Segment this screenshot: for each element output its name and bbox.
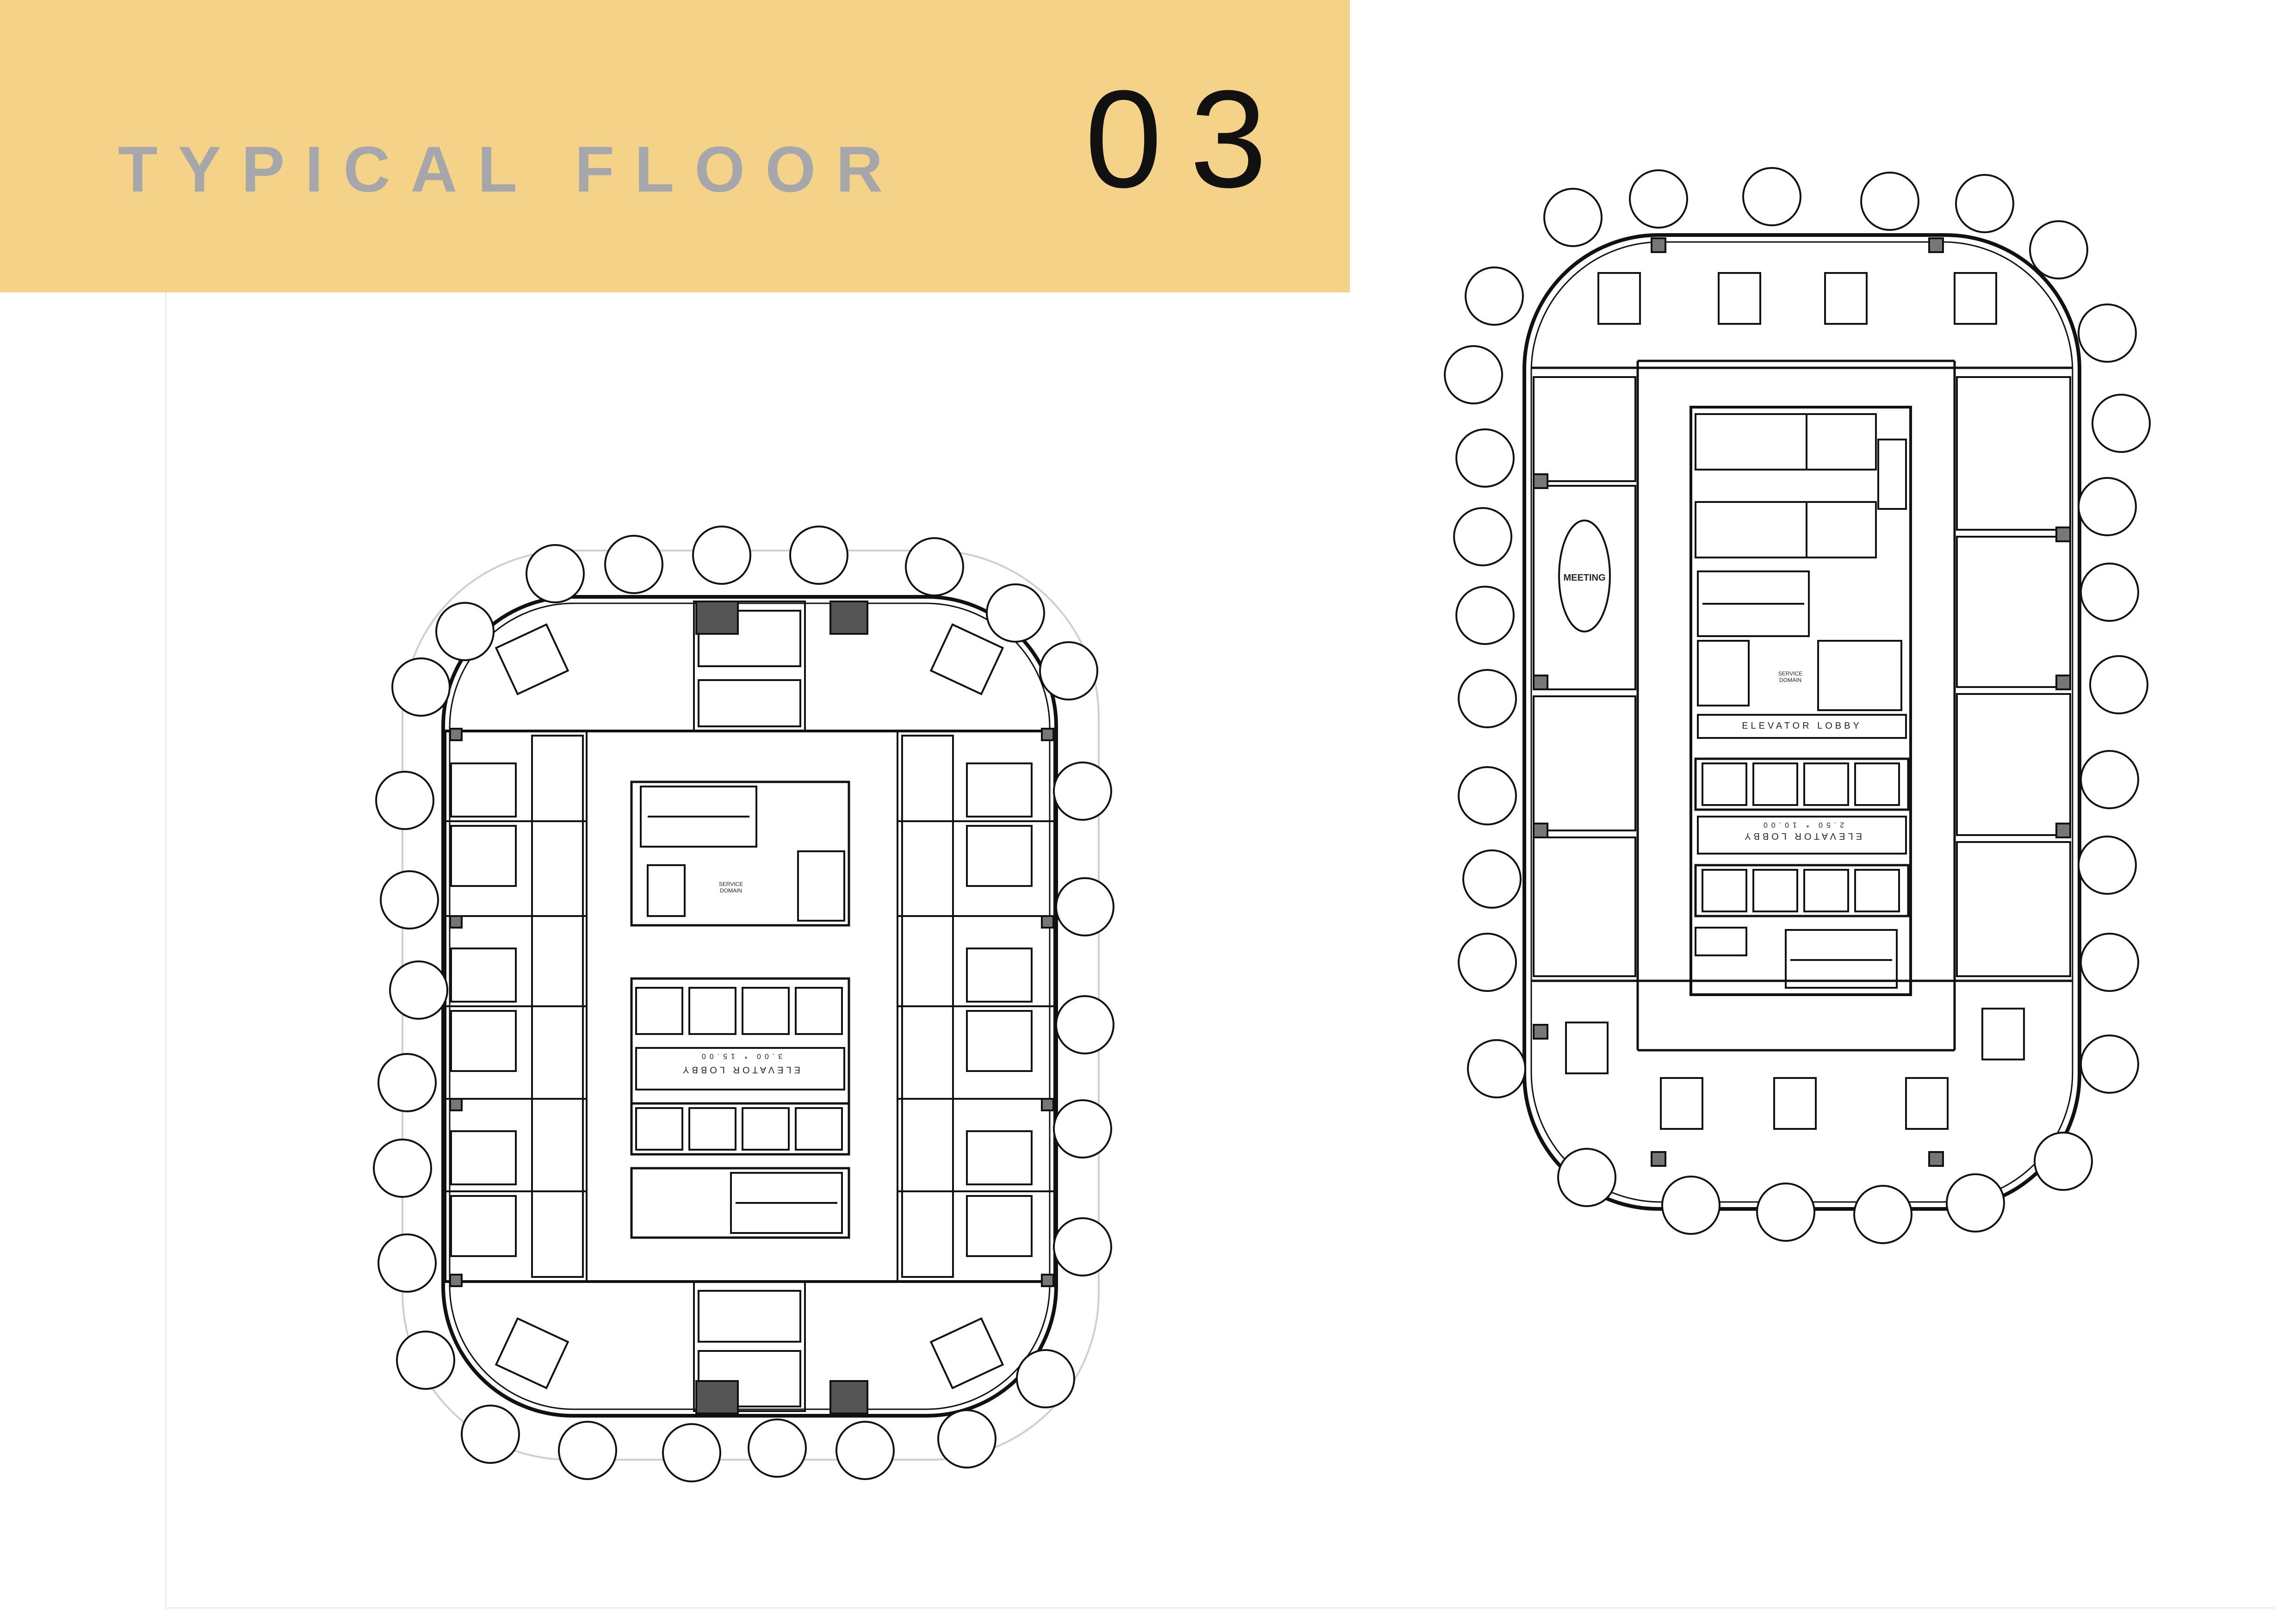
tree-icon [1053,762,1112,821]
tree-icon [986,583,1045,643]
tree-icon [1455,586,1515,645]
tree-icon [1465,266,1524,326]
tree-icon [604,535,663,594]
tree-icon [1860,172,1919,231]
tree-icon [1756,1183,1815,1242]
tree-icon [1016,1349,1075,1408]
tree-icon [1053,1099,1112,1158]
tree-icon [937,1409,996,1468]
tree-icon [375,771,434,830]
tree-icon [378,1053,437,1112]
sheet-number: 03 [1085,61,1295,217]
tree-icon [1543,188,1603,247]
bottom-line [165,1607,2275,1609]
tree-icon [378,1233,437,1293]
tree-icon [1853,1185,1912,1244]
tree-icon [2078,836,2137,895]
tree-icon [389,960,448,1020]
tree-icon [1661,1176,1720,1235]
tree-icon [1453,507,1512,566]
tree-icon [1458,669,1517,728]
tree-icon [2092,394,2151,453]
tree-icon [1946,1173,2005,1233]
tree-icon [526,544,585,603]
tree-icon [2034,1132,2093,1191]
tree-icon [396,1331,455,1390]
title-band [0,0,1350,292]
trees-left [373,526,1114,1482]
tree-icon [1458,933,1517,992]
landscape-outline [402,550,1100,1461]
tree-icon [905,537,964,596]
tree-icon [2080,1035,2139,1094]
tree-icon [1458,766,1517,825]
tree-icon [835,1421,895,1480]
tree-icon [1455,428,1515,488]
tree-icon [1055,877,1114,936]
tree-icon [1557,1148,1616,1207]
tree-icon [1955,174,2014,233]
tree-icon [1055,995,1114,1054]
tree-icon [2089,655,2148,714]
tree-icon [789,526,848,585]
floor-plan-left [402,550,1100,1461]
left-lobby-label: ELEVATOR LOBBY [680,1065,800,1075]
tree-icon [461,1405,520,1464]
page-title: TYPICAL FLOOR [118,133,904,205]
tree-icon [2078,477,2137,536]
tree-icon [435,602,495,661]
right-lobby-dims: 2.50 * 10.00 [1760,821,1844,829]
tree-icon [2029,220,2088,279]
tree-icon [2078,304,2137,363]
tree-icon [748,1419,807,1478]
tree-icon [1039,641,1098,700]
tree-icon [2080,750,2139,809]
tree-icon [1053,1217,1112,1276]
tree-icon [380,870,439,929]
meeting-label: MEETING [1563,573,1605,583]
tree-icon [2080,933,2139,992]
right-lobby-label-top: ELEVATOR LOBBY [1742,721,1862,731]
left-lobby-dims: 3.00 * 15.00 [698,1052,782,1060]
tree-icon [558,1421,617,1480]
tree-icon [391,657,451,717]
trees-right [1444,167,2151,1244]
tree-icon [373,1139,432,1198]
tree-icon [2080,563,2139,622]
tree-icon [1444,345,1503,404]
tree-icon [1742,167,1801,226]
right-lobby-label-bottom: ELEVATOR LOBBY [1742,831,1862,841]
margin-line [165,292,167,1609]
tree-icon [1629,169,1688,229]
tree-icon [1467,1039,1526,1098]
tree-icon [662,1423,721,1482]
tree-icon [692,526,751,585]
tree-icon [1462,849,1522,909]
